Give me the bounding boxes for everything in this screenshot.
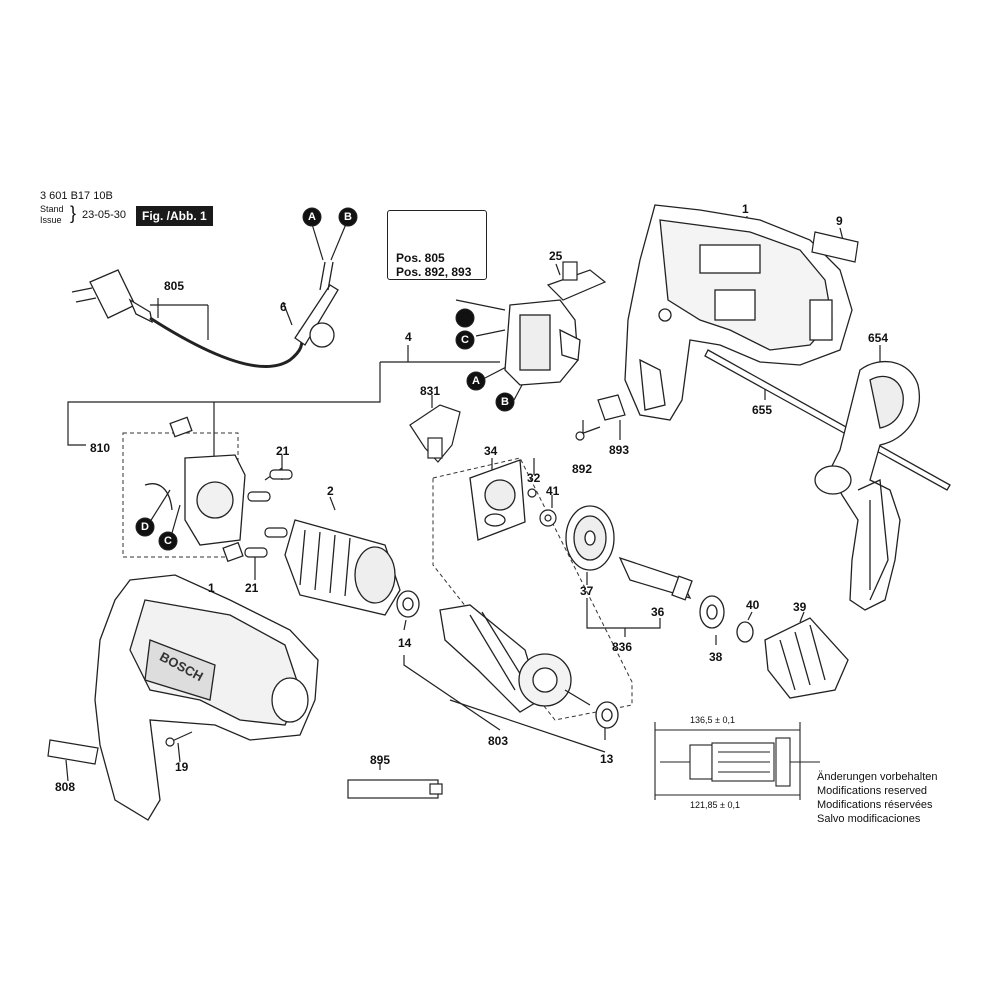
figure-label: Fig. /Abb. 1: [136, 206, 213, 226]
warning-box: Pos. 805 Pos. 892, 893: [387, 210, 487, 280]
callout-36: 36: [651, 605, 665, 619]
callout-6: 6: [280, 300, 287, 314]
callout-892: 892: [572, 462, 593, 476]
callout-21-bottom: 21: [245, 581, 259, 595]
holder-letter-c: C: [164, 535, 172, 547]
modification-notes: Änderungen vorbehalten Modifications res…: [817, 770, 937, 826]
callout-836: 836: [612, 640, 633, 654]
brace-icon: }: [70, 203, 77, 223]
callout-895: 895: [370, 753, 391, 767]
switch-letter-b: B: [501, 396, 509, 408]
warning-pos-line2: Pos. 892, 893: [396, 265, 472, 279]
dimension-top: 136,5 ± 0,1: [690, 715, 735, 725]
callout-9: 9: [836, 214, 843, 228]
callout-810: 810: [90, 441, 111, 455]
stand-label: Stand: [40, 204, 64, 214]
callout-808: 808: [55, 780, 76, 794]
issue-date: 23-05-30: [82, 209, 127, 221]
callout-38: 38: [709, 650, 723, 664]
callout-19: 19: [175, 760, 189, 774]
callout-41: 41: [546, 484, 560, 498]
callout-805: 805: [164, 279, 185, 293]
note-de: Änderungen vorbehalten: [817, 771, 938, 783]
callout-39: 39: [793, 600, 807, 614]
callout-1-top: 1: [742, 202, 749, 216]
callout-1-bottom: 1: [208, 581, 215, 595]
issue-label: Issue: [40, 215, 62, 225]
callout-654: 654: [868, 331, 889, 345]
holder-letter-d: D: [141, 521, 149, 533]
callout-34: 34: [484, 444, 498, 458]
warning-pos-line1: Pos. 805: [396, 251, 445, 265]
switch-letter-a: A: [472, 375, 480, 387]
dimension-bottom: 121,85 ± 0,1: [690, 800, 740, 810]
callout-13: 13: [600, 752, 614, 766]
callout-831: 831: [420, 384, 441, 398]
callout-655: 655: [752, 403, 773, 417]
connector-letter-a: A: [308, 211, 316, 223]
note-fr: Modifications réservées: [817, 799, 933, 811]
callout-893: 893: [609, 443, 630, 457]
callout-40: 40: [746, 598, 760, 612]
note-en: Modifications reserved: [817, 785, 928, 797]
callout-25: 25: [549, 249, 563, 263]
callout-14: 14: [398, 636, 412, 650]
callout-4: 4: [405, 330, 412, 344]
callout-2: 2: [327, 484, 334, 498]
connector-letter-b: B: [344, 211, 352, 223]
note-es: Salvo modificaciones: [817, 813, 921, 825]
callout-32: 32: [527, 471, 541, 485]
switch-letter-c: C: [461, 334, 469, 346]
callout-803: 803: [488, 734, 509, 748]
callout-21-top: 21: [276, 444, 290, 458]
document-number: 3 601 B17 10B: [40, 190, 113, 202]
callout-37: 37: [580, 584, 594, 598]
